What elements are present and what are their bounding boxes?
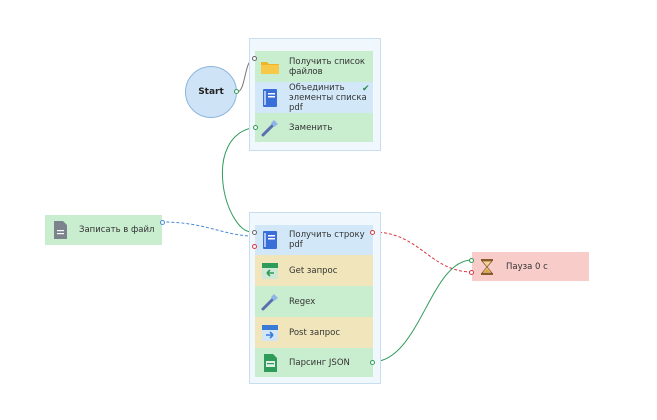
node-get-file-list[interactable]: Получить список файлов (255, 51, 373, 82)
node-input-port[interactable] (469, 258, 474, 263)
node-label: Объединить элементы списка pdf (289, 82, 367, 113)
node-label: Парсинг JSON (289, 357, 350, 368)
http-post-icon (262, 324, 278, 341)
node-regex[interactable]: Regex (255, 286, 373, 317)
hourglass-icon (481, 258, 493, 275)
node-output-port[interactable] (253, 125, 258, 130)
start-node[interactable]: Start (185, 66, 237, 118)
node-get-request[interactable]: Get запрос (255, 255, 373, 286)
wire-pause-to-get-pdf-string (372, 231, 473, 273)
node-output-port[interactable] (370, 360, 375, 365)
start-label: Start (198, 87, 224, 97)
node-label: Получить список файлов (289, 56, 366, 77)
folder-icon (261, 61, 279, 74)
node-error-port[interactable] (469, 270, 474, 275)
node-replace[interactable]: Заменить (255, 113, 373, 142)
node-label: Get запрос (289, 265, 338, 276)
node-input-port[interactable] (252, 230, 257, 235)
wire-json-to-pause (371, 259, 473, 363)
node-input-port[interactable] (252, 56, 257, 61)
success-check-icon: ✔ (362, 84, 370, 94)
http-get-icon (262, 262, 278, 279)
notebook-icon (263, 88, 277, 107)
wand-icon (261, 119, 278, 136)
node-write-file[interactable]: Записать в файл (45, 215, 162, 245)
json-file-icon (264, 353, 277, 372)
node-label: Post запрос (289, 327, 341, 338)
node-post-request[interactable]: Post запрос (255, 317, 373, 348)
document-icon (54, 221, 67, 239)
node-label: Заменить (289, 122, 333, 133)
node-pause[interactable]: Пауза 0 с (472, 252, 589, 281)
node-label: Записать в файл (79, 225, 155, 235)
wand-icon (261, 293, 278, 310)
start-output-port[interactable] (234, 89, 239, 94)
node-parse-json[interactable]: Парсинг JSON (255, 348, 373, 377)
node-get-pdf-string[interactable]: Получить строку pdf (255, 225, 373, 255)
node-error-port[interactable] (252, 244, 257, 249)
node-input-port-right[interactable] (370, 230, 375, 235)
node-label: Regex (289, 296, 316, 307)
notebook-icon (263, 231, 277, 249)
node-label: Пауза 0 с (506, 261, 548, 272)
node-label: Получить строку pdf (289, 230, 365, 250)
node-merge-pdf-list[interactable]: Объединить элементы списка pdf (255, 82, 373, 113)
node-input-port[interactable] (160, 220, 165, 225)
wire-get-pdf-to-write-file (162, 221, 254, 237)
